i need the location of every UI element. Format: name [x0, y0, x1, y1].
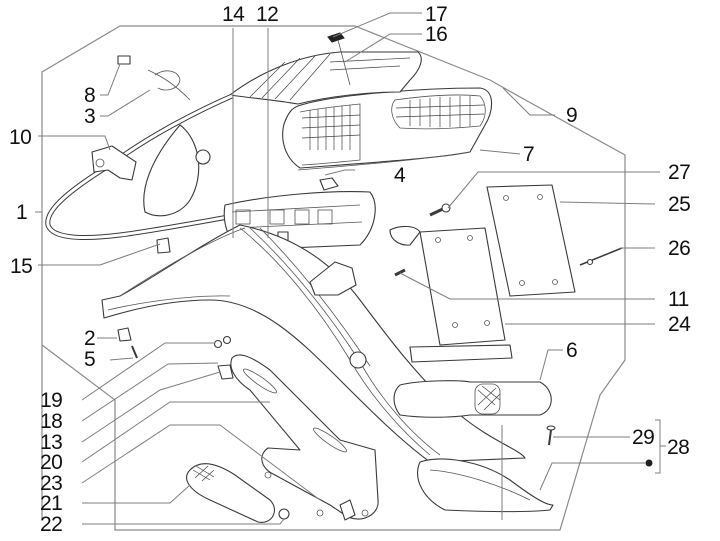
callout-28: 28	[667, 436, 690, 459]
callout-9: 9	[566, 104, 578, 127]
cover-piece	[389, 225, 421, 246]
screw-27	[429, 203, 451, 217]
callout-4: 4	[394, 164, 406, 187]
bracket-10	[91, 145, 137, 181]
callout-6: 6	[566, 339, 578, 362]
lower-fender	[417, 458, 554, 513]
clip-2	[117, 327, 132, 342]
callout-10: 10	[9, 126, 32, 149]
screw-17	[327, 32, 345, 43]
bracket-11	[309, 261, 357, 296]
reflector-6	[349, 351, 552, 418]
callout-16: 16	[425, 23, 448, 46]
grommet-22	[278, 508, 290, 520]
clip-4	[319, 177, 339, 191]
callout-20: 20	[40, 451, 63, 474]
callout-14: 14	[222, 3, 245, 26]
bolt-26	[579, 247, 623, 266]
callout-24: 24	[668, 313, 691, 336]
callout-26: 26	[668, 237, 691, 260]
wiring-harness	[45, 55, 281, 241]
callout-29: 29	[632, 426, 655, 449]
clip-13	[217, 364, 234, 380]
callout-2: 2	[84, 327, 96, 350]
callout-5: 5	[84, 348, 96, 371]
clip-15	[156, 237, 171, 254]
connector-8	[117, 55, 131, 65]
assembly-frame	[41, 25, 626, 531]
upper-cover	[229, 32, 422, 105]
screw-29	[546, 425, 556, 446]
callout-1: 1	[16, 201, 28, 224]
support-arm	[230, 354, 379, 521]
callout-18: 18	[40, 410, 63, 433]
callout-19: 19	[40, 389, 63, 412]
plate-25	[486, 184, 576, 297]
washer-18	[222, 335, 232, 345]
callout-22: 22	[40, 513, 63, 536]
callout-12: 12	[256, 3, 279, 26]
screw-5	[131, 345, 138, 359]
callout-8: 8	[84, 84, 96, 107]
callout-25: 25	[668, 193, 691, 216]
callout-11: 11	[668, 288, 689, 311]
grommet	[195, 149, 211, 165]
callout-13: 13	[40, 431, 63, 454]
callout-23: 23	[40, 472, 63, 495]
nut-19	[213, 339, 223, 349]
plate-24	[409, 227, 513, 363]
callout-7: 7	[523, 143, 535, 166]
callout-17: 17	[425, 3, 448, 26]
callout-3: 3	[84, 105, 96, 128]
callout-21: 21	[40, 492, 63, 515]
leader-lines	[35, 12, 666, 525]
callout-15: 15	[10, 255, 33, 278]
fastener-dot	[645, 459, 653, 467]
callout-27: 27	[668, 161, 691, 184]
reflector-21	[186, 463, 275, 523]
tail-light-lens	[282, 87, 493, 171]
